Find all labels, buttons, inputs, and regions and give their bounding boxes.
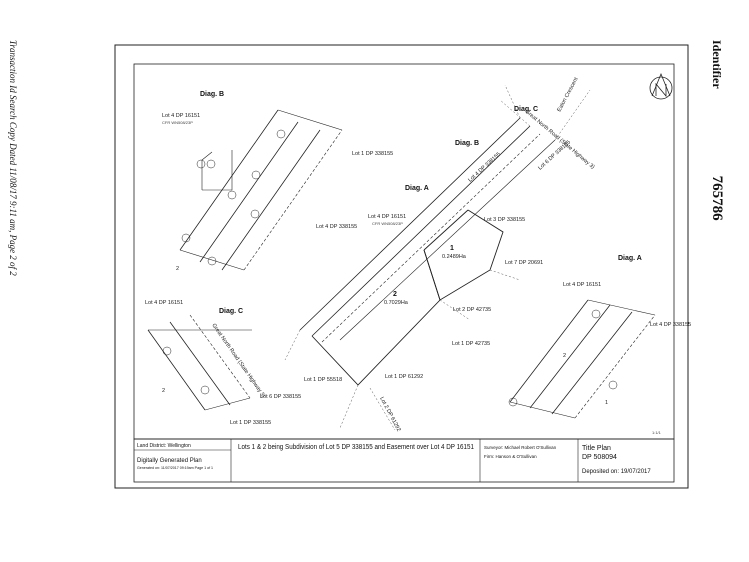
label-lot7-dp20691: Lot 7 DP 20691 bbox=[505, 260, 543, 266]
diag-a-title: Diag. A bbox=[618, 255, 642, 262]
plan-description-text: Lots 1 & 2 being Subdivision of Lot 5 DP… bbox=[238, 444, 474, 451]
label-road-gn-c: Great North Road (State Highway 3) bbox=[210, 323, 266, 399]
diagram-b: Diag. B Lot 4 DP 16151 CFR WN508/23P Lot… bbox=[162, 91, 357, 272]
label-num-2-b: 2 bbox=[176, 266, 179, 272]
label-lot2-area: 0.7029Ha bbox=[384, 300, 409, 306]
diagram-a: Diag. A Lot 4 DP 16151 Lot 4 DP 338155 2… bbox=[508, 255, 691, 435]
label-lot2-dp61292: Lot 2 DP 61292 bbox=[378, 396, 401, 432]
drawing-frame bbox=[133, 63, 675, 440]
digitally-generated: Digitally Generated Plan bbox=[137, 458, 202, 464]
label-lot4-dp16151-main: Lot 4 DP 16151 bbox=[368, 214, 406, 220]
label-num-2-a: 2 bbox=[563, 353, 566, 359]
label-lot4-dp16151-b: Lot 4 DP 16151 bbox=[162, 113, 200, 119]
label-lot1-dp61292: Lot 1 DP 61292 bbox=[385, 374, 423, 380]
firm: Firm: Hanson & O'Sullivan bbox=[484, 454, 537, 459]
diag-b-small-label: Diag. B bbox=[455, 140, 479, 147]
label-lot1-dp338155-top: Lot 1 DP 338155 bbox=[352, 151, 393, 157]
label-lot4-dp16151-c: Lot 4 DP 16151 bbox=[145, 300, 183, 306]
surveyor: Surveyor: Michael Robert O'Sullivan bbox=[484, 445, 557, 450]
label-num-2-c: 2 bbox=[162, 388, 165, 394]
label-road-gn: Great North Road (State Highway 3) bbox=[524, 109, 596, 171]
diag-c-small-label: Diag. C bbox=[514, 106, 538, 113]
label-lot1-dp42735: Lot 1 DP 42735 bbox=[452, 341, 490, 347]
generated-on: Generated on: 11/07/2017 09:19am Page 1 … bbox=[137, 466, 213, 470]
main-parcels: Diag. A Diag. B Diag. C Lot 1 DP 338155 … bbox=[284, 76, 596, 433]
label-lot4-dp338155-b: Lot 4 DP 338155 bbox=[316, 224, 357, 230]
diag-a-small-label: Diag. A bbox=[405, 185, 429, 192]
label-cfr-main: CFR WN508/23P bbox=[372, 221, 403, 226]
plan-type: Title Plan bbox=[582, 445, 611, 452]
outer-frame bbox=[114, 44, 689, 489]
label-lot2-dp42735: Lot 2 DP 42735 bbox=[453, 307, 491, 313]
label-eaton-crescent: Eaton Crescent bbox=[556, 76, 579, 113]
label-lot1-area: 0.2489Ha bbox=[442, 254, 467, 260]
land-district: Land District: Wellington bbox=[137, 443, 191, 449]
plan-description: Lots 1 & 2 being Subdivision of Lot 5 DP… bbox=[238, 444, 474, 451]
title-block: Land District: Wellington Digitally Gene… bbox=[133, 438, 675, 483]
label-lot-2-number: 2 bbox=[393, 291, 397, 298]
label-num-1-a: 1 bbox=[605, 400, 608, 406]
label-lot-1-number: 1 bbox=[450, 245, 454, 252]
label-lot6-dp338155-c: Lot 6 DP 338155 bbox=[260, 394, 301, 400]
diagram-c: Diag. C Lot 4 DP 16151 Lot 6 DP 338155 L… bbox=[145, 300, 301, 426]
deposited-date: Deposited on: 19/07/2017 bbox=[582, 469, 651, 475]
plan-number: DP 508094 bbox=[582, 454, 617, 461]
label-lot1-dp55518: Lot 1 DP 55518 bbox=[304, 377, 342, 383]
label-lot4-dp16151-a: Lot 4 DP 16151 bbox=[563, 282, 601, 288]
label-lot3-dp338155: Lot 3 DP 338155 bbox=[484, 217, 525, 223]
diag-c-title: Diag. C bbox=[219, 308, 243, 315]
label-lot4-dp338155-a: Lot 4 DP 338155 bbox=[650, 322, 691, 328]
north-arrow-icon bbox=[649, 72, 673, 100]
label-lot4-dp338155-main: Lot 4 DP 338155 bbox=[467, 151, 502, 183]
scale-label: 1:1/1 bbox=[652, 430, 662, 435]
label-lot1-dp338155-c: Lot 1 DP 338155 bbox=[230, 420, 271, 426]
diag-b-title: Diag. B bbox=[200, 91, 224, 98]
label-cfr-b: CFR WN508/23P bbox=[162, 120, 193, 125]
